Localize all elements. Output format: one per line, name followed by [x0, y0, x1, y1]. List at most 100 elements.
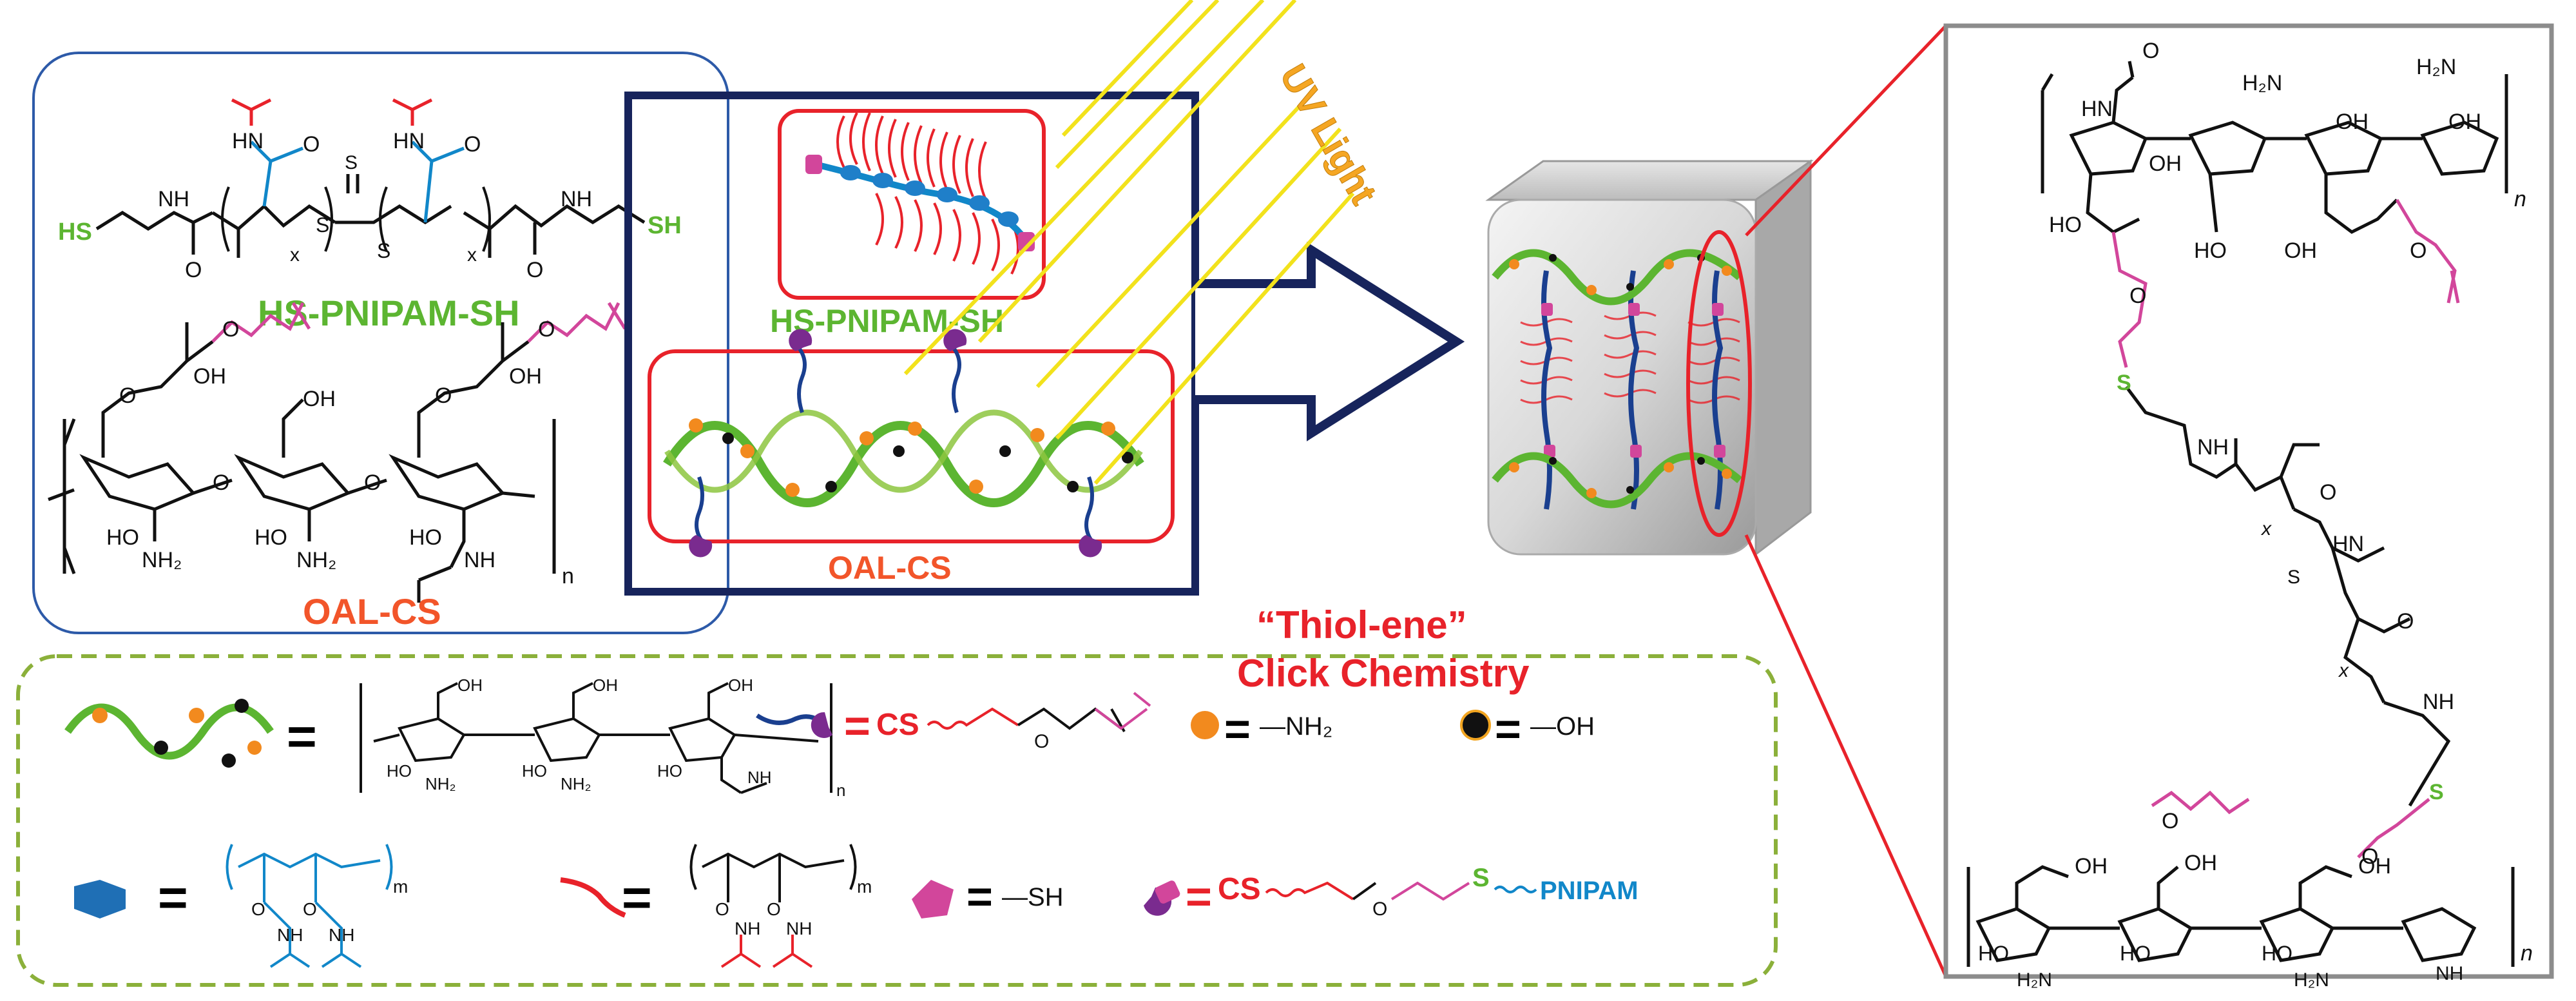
nh2-2: NH₂: [296, 548, 336, 572]
legend-chitosan-symbol: [64, 699, 274, 768]
hn-link: HN: [2332, 532, 2364, 556]
uv-light-rays: [903, 0, 1355, 485]
oh-3: OH: [303, 387, 336, 411]
nh-bottom: NH: [2436, 963, 2463, 984]
click-chemistry-label: Click Chemistry: [1237, 652, 1530, 695]
legend-oh-2: OH: [593, 675, 618, 695]
ho-2: HO: [255, 525, 287, 550]
legend-crosslink-chain-3: [1390, 881, 1470, 901]
s-link-bottom: S: [2429, 780, 2444, 804]
legend-eq-5: =: [158, 869, 188, 926]
ho-3: HO: [409, 525, 442, 550]
legend-m-black: m: [857, 877, 872, 897]
h2n-top-2: H₂N: [2416, 55, 2456, 79]
oh-top-2: OH: [2336, 110, 2369, 134]
s-trithio-3: S: [377, 239, 390, 262]
n-bottom: n: [2521, 941, 2533, 966]
legend-o-black-2: O: [767, 899, 781, 919]
legend-frame: [16, 654, 1778, 987]
o-ether-1: O: [119, 384, 136, 408]
o-link-carbonyl: O: [2320, 480, 2336, 505]
s-trithio-right: S: [2287, 567, 2300, 588]
legend-cs-1: CS: [876, 708, 919, 742]
legend-nh2-2: NH₂: [561, 774, 591, 793]
legend-crosslink-s: S: [1472, 864, 1490, 892]
legend-eq-4: =: [1495, 704, 1521, 754]
legend-m-blue: m: [393, 877, 408, 897]
legend-nh-blue-2: NH: [329, 925, 354, 945]
legend-oh-3: OH: [728, 675, 753, 695]
legend-panel: = OH OH OH HO HO HO NH₂ NH₂ NH n = CS O: [16, 654, 1778, 987]
pnipam-inner-box: [778, 109, 1046, 300]
o-link-carbonyl-2: O: [2397, 609, 2414, 634]
center-panel: HS-PNIPAM-SH: [624, 0, 1530, 695]
nh2-bottom-2: H₂N: [2294, 969, 2329, 991]
hn-top: HN: [2081, 97, 2113, 121]
o-left: O: [185, 258, 202, 282]
o-ether-2: O: [222, 317, 239, 342]
legend-eq-7: =: [966, 871, 993, 922]
legend-nh-black-2: NH: [786, 918, 812, 938]
legend-nh2-text: —NH₂: [1260, 712, 1332, 741]
oalcs-label-left: OAL-CS: [303, 591, 441, 632]
oh-2: OH: [509, 364, 542, 389]
o-ether-4: O: [538, 317, 555, 342]
legend-nh: NH: [747, 768, 772, 787]
hn-amide-1: HN: [232, 129, 264, 153]
n-top: n: [2514, 187, 2526, 211]
oh-top-4: OH: [2284, 238, 2317, 263]
legend-nh2-dot: [1191, 711, 1219, 739]
legend-eq-1: =: [287, 708, 317, 765]
legend-eq-8: =: [1186, 871, 1212, 922]
ho-1: HO: [106, 525, 139, 550]
nh-left: NH: [158, 187, 189, 211]
oh-bottom-2: OH: [2184, 851, 2217, 875]
o-link-top: O: [2129, 284, 2146, 308]
legend-o-blue-2: O: [303, 899, 317, 919]
o-amide-2: O: [464, 132, 481, 157]
o-right: O: [526, 258, 543, 282]
left-panel: HS SH NH NH O O HN O HN O S S S x x HS-P…: [32, 52, 729, 634]
svg-text:UV Light: UV Light: [1272, 57, 1385, 211]
pnipam-structure: [95, 98, 646, 258]
allyl-groups-left: [211, 302, 627, 343]
legend-oh-dot: [1460, 710, 1491, 741]
nh2-1: NH₂: [142, 548, 182, 572]
oh-1: OH: [193, 364, 226, 389]
x-link-1: x: [2260, 518, 2272, 539]
hs-end-group: HS: [58, 219, 92, 246]
ho-top-2: HO: [2194, 238, 2227, 263]
legend-cs-2: CS: [1218, 872, 1261, 906]
legend-eq-2: =: [844, 701, 870, 751]
legend-crosslink-symbol: [1144, 880, 1180, 916]
legend-magenta-pentagon: [912, 880, 954, 918]
legend-nh2-1: NH₂: [425, 774, 456, 793]
legend-o-black-1: O: [715, 899, 729, 919]
legend-ho-2: HO: [522, 761, 547, 781]
oh-top-1: OH: [2149, 151, 2182, 176]
left-panel-frame: [32, 52, 729, 634]
legend-crosslink-chain-2: [1352, 882, 1377, 900]
process-arrow: [1195, 242, 1465, 442]
legend-allyl-end: [1094, 692, 1151, 730]
x-subscript-1: x: [290, 244, 300, 266]
pnipam-label-left: HS-PNIPAM-SH: [258, 293, 520, 333]
legend-nh-blue-1: NH: [277, 925, 303, 945]
x-link-2: x: [2338, 660, 2349, 681]
oh-bottom-1: OH: [2075, 854, 2108, 879]
legend-o-blue-1: O: [251, 899, 265, 919]
thiol-ene-label: “Thiol-ene”: [1256, 603, 1467, 646]
legend-allyl-chain: [927, 707, 1019, 730]
legend-ho-3: HO: [657, 761, 682, 781]
s-trithio-2: S: [345, 152, 358, 173]
ho-top-1: HO: [2049, 213, 2082, 237]
oh-top-3: OH: [2448, 110, 2481, 134]
legend-allyl-symbol: [756, 712, 832, 738]
legend-pnipam-blue-structure: [226, 844, 393, 968]
o-allyl-top: O: [2410, 238, 2427, 263]
nh-link-top: NH: [2197, 435, 2229, 460]
nh-link-bottom: NH: [2423, 690, 2454, 714]
ho-bottom-3: HO: [2262, 942, 2292, 965]
legend-pnipam-black-structure: [689, 844, 857, 902]
n-subscript-left: n: [562, 564, 574, 588]
